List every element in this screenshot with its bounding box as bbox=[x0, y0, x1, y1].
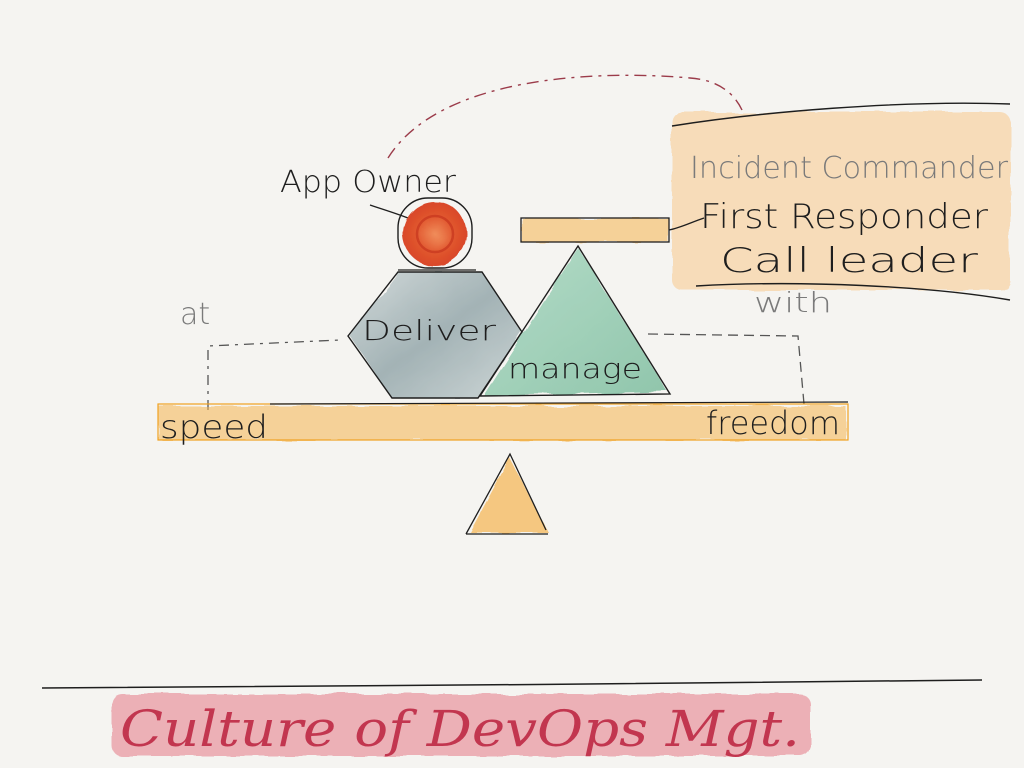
call-leader-label: Call leader bbox=[720, 241, 978, 281]
manage-label: manage bbox=[508, 352, 642, 385]
first-responder-plank bbox=[522, 218, 668, 242]
freedom-label: freedom bbox=[706, 404, 840, 442]
deliver-hexagon-outline bbox=[347, 271, 523, 399]
with-label: with bbox=[754, 286, 832, 319]
with-dashed-bracket bbox=[647, 333, 805, 405]
fulcrum-fill bbox=[470, 458, 548, 532]
app-owner-circle-outline bbox=[397, 197, 473, 269]
balance-beam-outline bbox=[157, 403, 849, 441]
incident-commander-bottom-line bbox=[695, 282, 1011, 301]
incident-commander-wash bbox=[672, 112, 1010, 290]
deliver-label: Deliver bbox=[362, 314, 497, 347]
at-label: at bbox=[180, 297, 210, 332]
first-responder-connector bbox=[668, 217, 705, 231]
title-divider bbox=[41, 679, 983, 689]
escalation-dashed-arc bbox=[387, 74, 743, 159]
manage-triangle-fill bbox=[484, 248, 668, 396]
speed-label: speed bbox=[160, 408, 268, 446]
title-wash bbox=[112, 694, 810, 756]
page-title: Culture of DevOps Mgt. bbox=[120, 700, 800, 758]
balance-beam-fill bbox=[158, 406, 846, 440]
incident-commander-top-line bbox=[671, 102, 1011, 127]
fulcrum-outline bbox=[465, 452, 547, 535]
manage-triangle-outline bbox=[478, 244, 672, 397]
balance-beam-top-line bbox=[269, 401, 849, 405]
app-owner-label: App Owner bbox=[280, 165, 457, 200]
first-responder-label: First Responder bbox=[700, 197, 988, 237]
app-owner-pointer bbox=[369, 204, 409, 219]
app-owner-inner-ring bbox=[415, 214, 455, 254]
at-dashed-bracket bbox=[207, 339, 341, 410]
incident-commander-label: Incident Commander bbox=[690, 151, 1009, 186]
deliver-hexagon-fill bbox=[350, 272, 522, 398]
app-owner-circle bbox=[403, 202, 467, 266]
